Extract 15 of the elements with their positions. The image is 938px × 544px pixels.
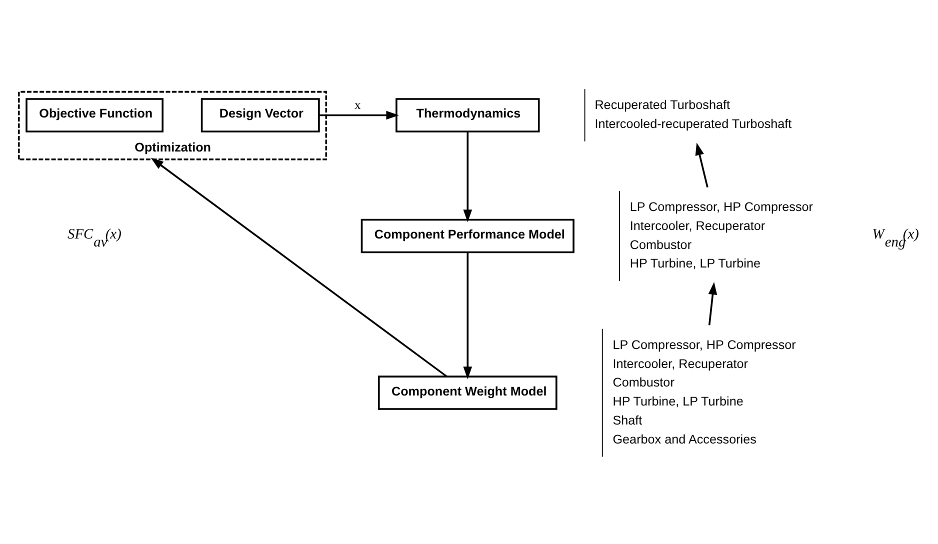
node-text: Recuperated Turboshaft Intercooled-recuperated Turboshaft [594, 98, 792, 131]
node-text: LP Compressor, HP Compressor Intercooler, Recuperator Combustor HP Turbine, LP Turbine [630, 199, 813, 270]
arrow [708, 281, 718, 325]
arrow [319, 110, 399, 120]
arrow [695, 142, 708, 188]
node-box: Design Vector [200, 98, 320, 132]
node-box: Objective Function [26, 98, 164, 132]
node-box: Component Weight Model [378, 375, 558, 410]
arrow [150, 157, 448, 377]
node-box: Component Performance Model [360, 218, 574, 253]
node-text: LP Compressor, HP Compressor Intercooler, Recuperator Combustor HP Turbine, LP Turbine Shaft Gearbox and Accessories [612, 337, 796, 446]
node-box: Thermodynamics [396, 98, 540, 132]
arrow [463, 131, 472, 222]
edge-label: x [354, 98, 361, 112]
arrow [463, 252, 472, 379]
